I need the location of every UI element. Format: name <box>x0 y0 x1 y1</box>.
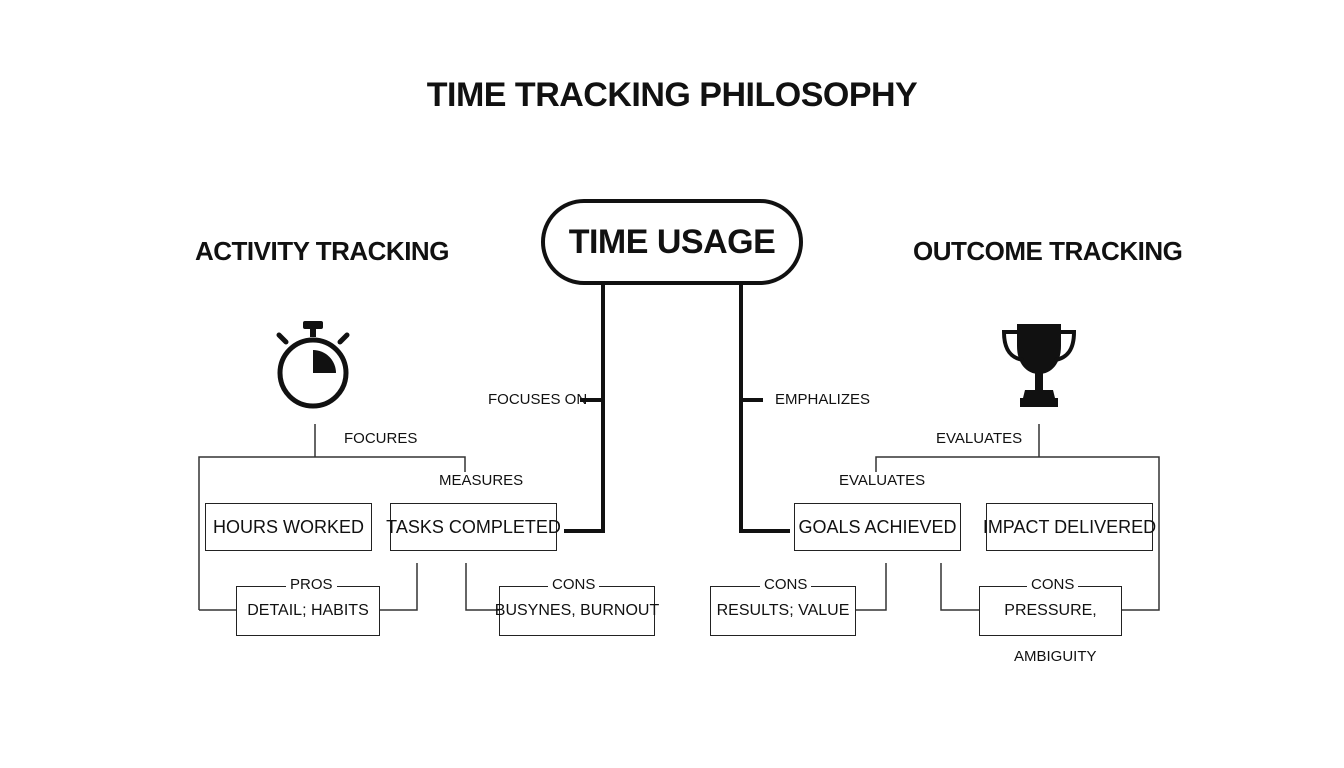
cons-box-pressure: PRESSURE, <box>979 586 1122 636</box>
impact-delivered-box: IMPACT DELIVERED <box>983 503 1156 551</box>
right-cons2-link <box>940 563 979 611</box>
center-node: TIME USAGE <box>541 199 803 285</box>
tasks-completed-box: TASKS COMPLETED <box>386 503 561 551</box>
evaluates-label-mid: EVALUATES <box>839 472 926 489</box>
measures-label: MEASURES <box>439 472 524 489</box>
activity-tracking-heading: ACTIVITY TRACKING <box>195 236 449 266</box>
pros-label: PROS <box>286 576 337 594</box>
trunk-left <box>564 285 605 533</box>
cons-box-left: BUSYNES, BURNOUT <box>495 586 659 636</box>
emphalizes-label: EMPHALIZES <box>775 391 871 408</box>
cons-box-results: RESULTS; VALUE <box>710 586 856 636</box>
right-cons1-link <box>856 563 887 611</box>
outcome-tracking-heading: OUTCOME TRACKING <box>913 236 1183 266</box>
trophy-icon <box>999 320 1079 410</box>
left-frame <box>198 456 466 610</box>
cons-label-results: CONS <box>760 576 812 594</box>
hours-worked-box: HOURS WORKED <box>205 503 372 551</box>
right-frame <box>875 456 1160 611</box>
goals-achieved-box: GOALS ACHIEVED <box>794 503 961 551</box>
left-cons-link <box>465 563 499 611</box>
stopwatch-icon <box>270 318 356 412</box>
pros-box: DETAIL; HABITS <box>236 586 380 636</box>
left-pros-link <box>380 563 418 611</box>
ambiguity-text: AMBIGUITY <box>1014 648 1097 665</box>
cons-label-pressure: CONS <box>1027 576 1079 594</box>
cons-label-left: CONS <box>548 576 600 594</box>
focures-label: FOCURES <box>344 430 418 447</box>
trunk-right <box>739 285 790 533</box>
evaluates-label-top: EVALUATES <box>936 430 1023 447</box>
page-title: TIME TRACKING PHILOSOPHY <box>426 76 918 114</box>
focuses-on-label: FOCUSES ON <box>488 391 588 408</box>
